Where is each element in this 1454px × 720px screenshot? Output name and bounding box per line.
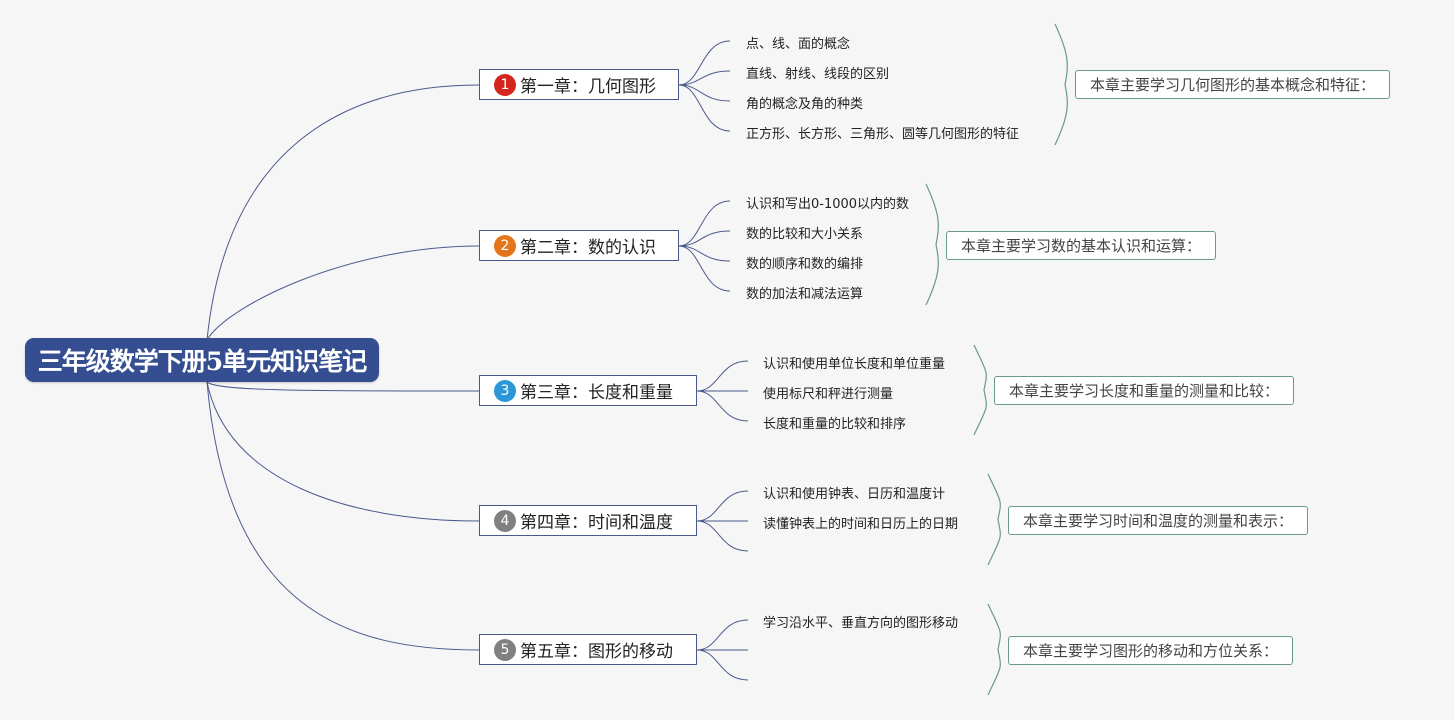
- topic-item[interactable]: 学习沿水平、垂直方向的图形移动: [763, 616, 959, 631]
- topic-item[interactable]: 角的概念及角的种类: [746, 97, 864, 112]
- chapter-label: 第五章：图形的移动: [520, 642, 673, 662]
- chapter-number-badge: 5: [494, 638, 516, 661]
- topic-item[interactable]: 认识和写出0-1000以内的数: [746, 197, 910, 212]
- topic-branch-line: [696, 619, 749, 651]
- topic-branch-line: [678, 245, 731, 262]
- topic-branch-line: [678, 40, 731, 86]
- topic-item[interactable]: 数的比较和大小关系: [746, 227, 864, 242]
- root-branch-line: [206, 245, 480, 341]
- chapter-number-badge: 2: [494, 234, 516, 257]
- chapter-node-4[interactable]: 4 第四章：时间和温度: [479, 505, 697, 536]
- topic-item[interactable]: 读懂钟表上的时间和日历上的日期: [763, 517, 959, 532]
- chapter-number-badge: 4: [494, 509, 516, 532]
- chapter-summary[interactable]: 本章主要学习长度和重量的测量和比较：: [994, 376, 1295, 405]
- chapter-number-badge: 3: [494, 379, 516, 402]
- root-branch-line: [206, 381, 480, 522]
- summary-brace: [973, 344, 987, 436]
- topic-item[interactable]: 数的加法和减法运算: [746, 287, 864, 302]
- topic-branch-line: [696, 649, 749, 681]
- root-branch-line: [206, 381, 480, 392]
- topic-branch-line: [696, 390, 749, 422]
- chapter-label: 第四章：时间和温度: [520, 513, 673, 533]
- topic-branch-line: [678, 230, 731, 247]
- chapter-summary[interactable]: 本章主要学习时间和温度的测量和表示：: [1008, 506, 1309, 535]
- topic-branch-line: [678, 84, 731, 132]
- topic-branch-line: [696, 490, 749, 522]
- chapter-summary[interactable]: 本章主要学习数的基本认识和运算：: [946, 231, 1217, 260]
- topic-item[interactable]: 认识和使用钟表、日历和温度计: [763, 487, 946, 502]
- chapter-summary[interactable]: 本章主要学习图形的移动和方位关系：: [1008, 636, 1294, 665]
- chapter-node-3[interactable]: 3 第三章：长度和重量: [479, 375, 697, 406]
- root-branch-line: [206, 381, 480, 651]
- chapter-label: 第二章：数的认识: [520, 238, 656, 258]
- summary-brace: [987, 473, 1001, 566]
- chapter-label: 第三章：长度和重量: [520, 383, 673, 403]
- chapter-node-1[interactable]: 1 第一章：几何图形: [479, 69, 679, 100]
- topic-branch-line: [678, 84, 731, 102]
- topic-item[interactable]: 点、线、面的概念: [746, 37, 851, 52]
- topic-item[interactable]: 正方形、长方形、三角形、圆等几何图形的特征: [746, 127, 1020, 142]
- topic-item[interactable]: 数的顺序和数的编排: [746, 257, 864, 272]
- topic-branch-line: [696, 520, 749, 552]
- topic-branch-line: [678, 200, 731, 247]
- topic-branch-line: [678, 245, 731, 292]
- chapter-number-badge: 1: [494, 73, 516, 96]
- topic-item[interactable]: 直线、射线、线段的区别: [746, 67, 890, 82]
- summary-brace: [1054, 23, 1068, 146]
- root-node[interactable]: 三年级数学下册5单元知识笔记: [25, 338, 379, 382]
- chapter-summary[interactable]: 本章主要学习几何图形的基本概念和特征：: [1075, 70, 1391, 99]
- topic-branch-line: [696, 360, 749, 392]
- summary-brace: [987, 603, 1001, 696]
- topic-item[interactable]: 使用标尺和秤进行测量: [763, 387, 894, 402]
- chapter-label: 第一章：几何图形: [520, 77, 656, 97]
- topic-item[interactable]: 认识和使用单位长度和单位重量: [763, 357, 946, 372]
- topic-branch-line: [678, 70, 731, 86]
- chapter-node-5[interactable]: 5 第五章：图形的移动: [479, 634, 697, 665]
- root-branch-line: [206, 84, 480, 341]
- summary-brace: [925, 183, 939, 306]
- topic-item[interactable]: 长度和重量的比较和排序: [763, 417, 907, 432]
- chapter-node-2[interactable]: 2 第二章：数的认识: [479, 230, 679, 261]
